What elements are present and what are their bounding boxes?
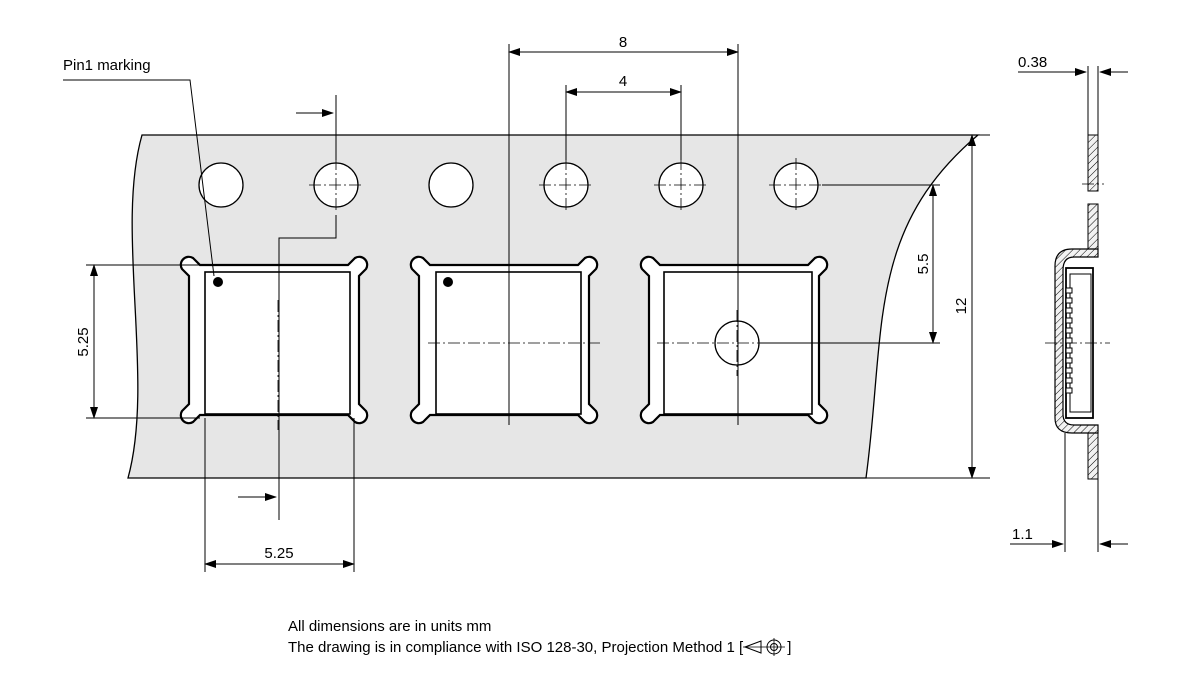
dim-label-12: 12 — [953, 298, 970, 315]
first-angle-projection-icon — [743, 638, 786, 656]
pocket-2 — [409, 255, 599, 425]
drawing-notes: All dimensions are in units mm The drawi… — [288, 616, 791, 658]
units-note: All dimensions are in units mm — [288, 618, 492, 635]
dim-pocket-height: 5.25 — [75, 264, 200, 419]
pin1-callout: Pin1 marking — [63, 57, 215, 277]
dim-pitch-holes: 4 — [565, 73, 682, 160]
sprocket-hole — [428, 162, 474, 208]
dim-label-8: 8 — [619, 34, 627, 51]
compliance-note-prefix: The drawing is in compliance with ISO 12… — [288, 639, 744, 656]
offset-indicator — [238, 95, 337, 520]
side-view — [1045, 134, 1110, 480]
pin1-marking-label: Pin1 marking — [63, 57, 151, 74]
dim-label-0-38: 0.38 — [1018, 54, 1047, 71]
dim-label-5-25-horizontal: 5.25 — [264, 545, 293, 562]
dim-hole-to-pocket: 5.5 — [760, 184, 940, 344]
pin1-dot — [213, 277, 223, 287]
sprocket-hole — [198, 162, 244, 208]
dim-label-5-5: 5.5 — [915, 254, 932, 275]
dim-pitch-pocket: 8 — [508, 34, 739, 425]
dim-pocket-depth: 1.1 — [1010, 433, 1128, 552]
dim-label-4: 4 — [619, 73, 627, 90]
dim-tape-width: 12 — [866, 134, 990, 479]
dim-label-5-25-vertical: 5.25 — [75, 327, 92, 356]
dim-label-1-1: 1.1 — [1012, 526, 1033, 543]
pocket-1 — [179, 255, 369, 425]
dim-tape-thickness: 0.38 — [1018, 54, 1128, 135]
hole-centerlines — [309, 158, 823, 212]
compliance-note-suffix: ] — [787, 639, 792, 656]
pocket-3 — [639, 255, 829, 425]
pin1-dot — [443, 277, 453, 287]
dim-pocket-width: 5.25 — [204, 418, 355, 572]
compliance-note: The drawing is in compliance with ISO 12… — [288, 637, 791, 658]
